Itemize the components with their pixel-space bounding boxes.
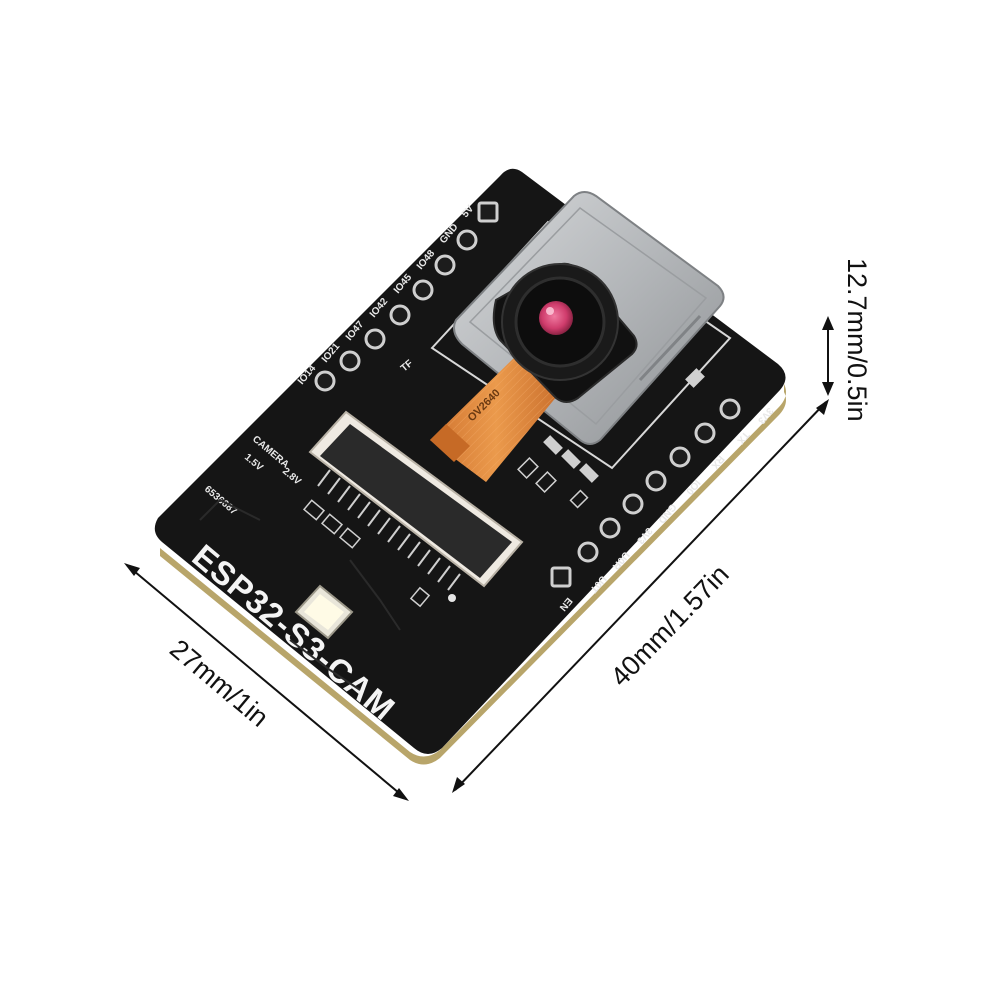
width-arrowhead-end	[393, 788, 409, 801]
pin-hole	[339, 350, 361, 372]
height-arrowhead-top	[822, 316, 834, 330]
ffc-contacts	[317, 469, 461, 591]
length-arrow	[454, 401, 827, 791]
length-arrowhead-end	[816, 399, 829, 415]
pin-hole	[389, 304, 411, 326]
height-arrowhead-bottom	[822, 382, 834, 396]
pin-hole	[719, 398, 741, 420]
pin-hole	[645, 470, 667, 492]
height-label: 12.7mm/0.5in	[842, 258, 872, 422]
socket-pin	[543, 435, 563, 455]
length-label: 40mm/1.57in	[605, 559, 735, 692]
pin1-marker	[448, 594, 456, 602]
pcb-board: IO14 IO21 IO47 IO42 IO45 IO48 GND 5V EN …	[154, 168, 786, 765]
pin-hole	[669, 446, 691, 468]
smd-pads	[302, 457, 589, 608]
camera-module	[492, 262, 638, 403]
width-arrow	[127, 565, 406, 799]
pin-hole	[599, 517, 621, 539]
pin-hole	[364, 328, 386, 350]
pin-hole	[314, 370, 336, 392]
pin-hole	[622, 493, 644, 515]
socket-tab	[685, 368, 705, 388]
width-label: 27mm/1in	[164, 634, 274, 733]
socket-pin	[561, 449, 581, 469]
pin-hole	[456, 229, 478, 251]
pin-hole	[412, 279, 434, 301]
flash-led	[294, 584, 354, 640]
socket-pin	[579, 463, 599, 483]
pin-hole-square	[550, 566, 572, 588]
pin-hole-square	[477, 201, 499, 223]
lens-icon	[539, 301, 573, 335]
pcb-traces	[199, 498, 401, 691]
pin-hole	[434, 254, 456, 276]
length-arrowhead-start	[452, 777, 465, 793]
pin-hole	[577, 541, 599, 563]
width-arrowhead-start	[124, 563, 140, 576]
dimension-height: 12.7mm/0.5in	[822, 258, 872, 422]
pin-hole	[694, 422, 716, 444]
